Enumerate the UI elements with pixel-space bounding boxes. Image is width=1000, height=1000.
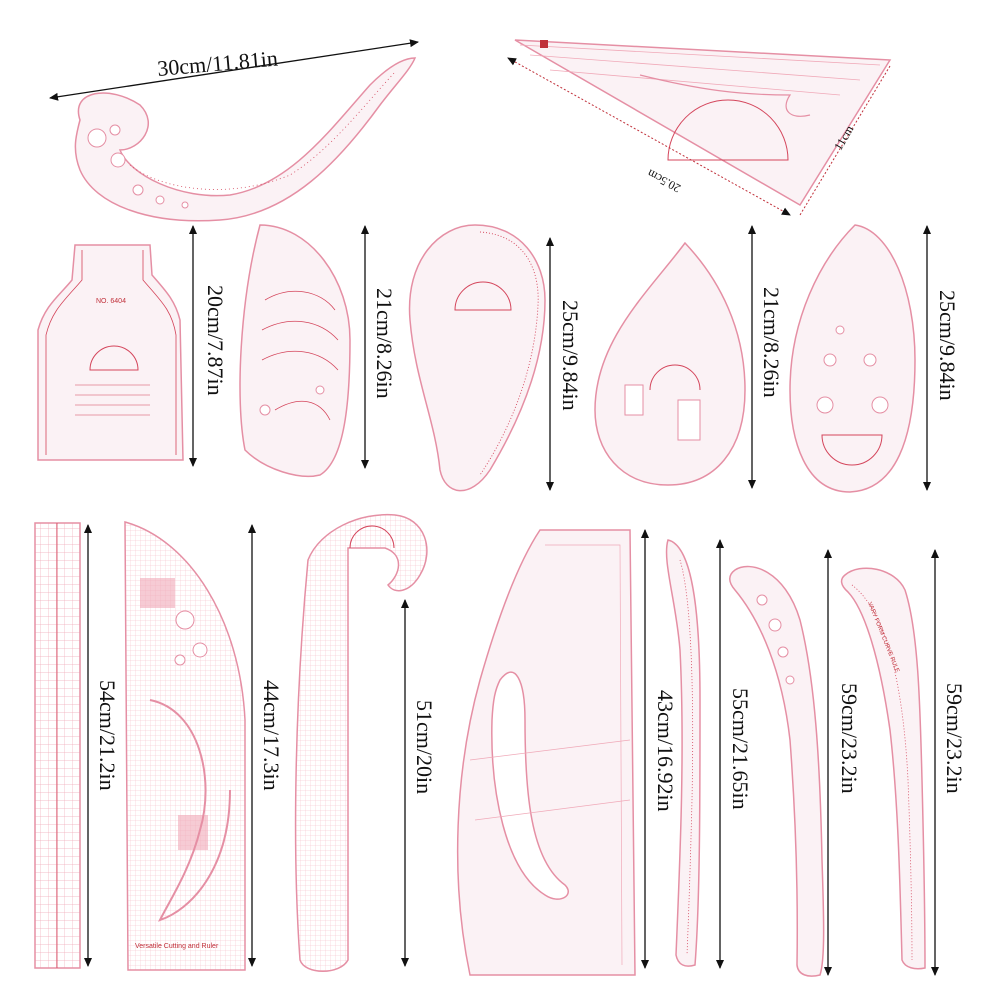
measure-label-7: 25cm/9.84in [935,290,960,401]
measure-label-8: 54cm/21.2in [95,680,120,791]
french-curve-top: 30cm/11.81in [49,39,419,222]
armhole-ruler-1: NO. 6404 20cm/7.87in [37,225,228,467]
measure-label-4: 21cm/8.26in [372,288,397,399]
hip-curve-thin: 55cm/21.65in [665,539,753,969]
l-square-ruler: 51cm/20in [294,513,437,972]
measure-label-13: 59cm/23.2in [837,683,862,794]
ruler-print-9: Versatile Cutting and Ruler [135,943,219,950]
measure-label-1: 30cm/11.81in [156,46,279,81]
ruler-print-1: NO. 6404 [96,298,126,305]
measure-label-5: 25cm/9.84in [558,300,583,411]
measure-label-14: 59cm/23.2in [942,683,967,794]
hip-curve-wide: 43cm/16.92in [456,529,678,976]
vary-form-curve-2: VARY FORM CURVE RULE 59cm/23.2in [840,549,967,976]
measure-arrow-2b [799,65,891,216]
vary-form-curve-1: 59cm/23.2in [729,549,862,977]
measure-label-6: 21cm/8.26in [759,287,784,398]
curve-ruler-3: 25cm/9.84in [408,224,583,492]
versatile-ruler: Versatile Cutting and Ruler 44cm/17.3in [124,521,284,971]
curve-ruler-4: 21cm/8.26in [594,225,784,489]
measure-label-10: 51cm/20in [412,700,437,794]
measure-label-9: 44cm/17.3in [259,680,284,791]
straight-ruler: 54cm/21.2in [34,522,120,969]
measure-label-12: 55cm/21.65in [728,688,753,810]
measure-arrow-1 [49,39,419,101]
measure-arrow-2a [507,57,791,216]
triangle-ruler: 20.5cm 11cm [507,39,892,216]
curve-ruler-2: 21cm/8.26in [239,224,397,477]
curve-ruler-5: 25cm/9.84in [789,224,960,493]
measure-label-11: 43cm/16.92in [653,690,678,812]
measure-label-2a: 20.5cm [644,166,683,195]
measure-label-3: 20cm/7.87in [203,285,228,396]
